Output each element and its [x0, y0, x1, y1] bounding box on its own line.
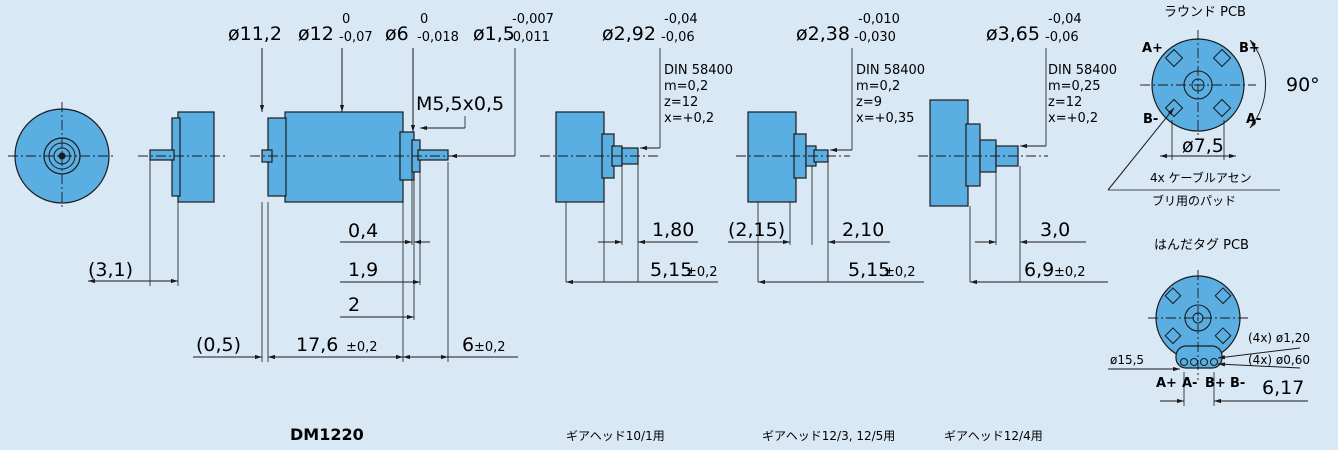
dim-6: 6	[462, 334, 474, 356]
dia-1-5-upper: -0,007	[512, 12, 554, 27]
solder-pcb-label-a-plus: A+	[1156, 376, 1177, 391]
dia-12-lower: -0,07	[339, 30, 373, 45]
round-pcb-note-2: ブリ用のパッド	[1152, 193, 1236, 208]
gearhead-1-spec-1: DIN 58400	[664, 63, 733, 78]
round-pcb-a-minus: A-	[1246, 112, 1261, 127]
dia-12: ø12	[298, 23, 334, 45]
gearhead-1-dia-upper: -0,04	[664, 12, 698, 27]
gearhead-view-3	[918, 48, 1108, 285]
gearhead-1-caption: ギアヘッド10/1用	[566, 429, 665, 443]
round-pcb-b-plus: B+	[1239, 41, 1260, 56]
dia-6-upper: 0	[420, 12, 428, 27]
gearhead-2-len1-prefix: (2,15)	[728, 219, 785, 241]
gearhead-view-1	[540, 48, 718, 285]
gearhead-3-len1: 3,0	[1040, 219, 1070, 241]
solder-pcb-label-b-plus: B+	[1205, 376, 1226, 391]
gearhead-2-spec-2: m=0,2	[856, 79, 900, 94]
motor-caption: DM1220	[290, 425, 364, 444]
gearhead-3-dia-upper: -0,04	[1048, 12, 1082, 27]
gearhead-3-caption: ギアヘッド12/4用	[944, 429, 1043, 443]
gearhead-1-spec-2: m=0,2	[664, 79, 708, 94]
dia-1-5-lower: -0,011	[508, 30, 550, 45]
gearhead-3-dia-lower: -0,06	[1045, 30, 1079, 45]
solder-pcb-width: 6,17	[1262, 377, 1304, 399]
solder-pcb-label-a-minus: A-	[1182, 376, 1197, 391]
gearhead-3-spec-2: m=0,25	[1048, 79, 1101, 94]
solder-pcb-hole-1: (4x) ø1,20	[1248, 331, 1310, 345]
gearhead-3-labels: ø3,65 -0,04 -0,06 DIN 58400 m=0,25 z=12 …	[986, 12, 1117, 281]
dim-17-6-tol: ±0,2	[346, 340, 378, 355]
solder-pcb-label-b-minus: B-	[1230, 376, 1245, 391]
gearhead-2-len2: 5,15	[848, 259, 890, 281]
gearhead-2-spec-3: z=9	[856, 95, 882, 110]
gearhead-3-spec-4: x=+0,2	[1048, 111, 1098, 126]
gearhead-3-len2-tol: ±0,2	[1054, 265, 1086, 280]
dim-0-5: (0,5)	[196, 334, 241, 356]
motor-end-view	[8, 102, 116, 210]
solder-pcb-view: はんだタグ PCB (4x) ø1,20 (4x) ø0,60 ø15,5 A+…	[1108, 238, 1310, 406]
round-pcb-view: ラウンド PCB A+ B+ B- A- 90° ø7,5 4x ケーブルアセン…	[1107, 5, 1320, 208]
dia-6-lower: -0,018	[417, 30, 459, 45]
thread-label: M5,5x0,5	[416, 93, 504, 115]
round-pcb-a-plus: A+	[1142, 41, 1163, 56]
dia-1-5: ø1,5	[473, 23, 515, 45]
gearhead-2-dia-upper: -0,010	[858, 12, 900, 27]
round-pcb-b-minus: B-	[1143, 112, 1158, 127]
gearhead-2-caption: ギアヘッド12/3, 12/5用	[762, 429, 895, 443]
gearhead-1-labels: ø2,92 -0,04 -0,06 DIN 58400 m=0,2 z=12 x…	[602, 12, 733, 281]
gearhead-2-len1: 2,10	[842, 219, 884, 241]
dim-0-4: 0,4	[348, 220, 378, 242]
gearhead-1-len2-tol: ±0,2	[686, 265, 718, 280]
solder-pcb-hole-2: (4x) ø0,60	[1248, 353, 1310, 367]
dia-11-2: ø11,2	[228, 23, 282, 45]
round-pcb-dia: ø7,5	[1182, 135, 1224, 157]
gearhead-2-dia-lower: -0,030	[854, 30, 896, 45]
gearhead-3-spec-1: DIN 58400	[1048, 63, 1117, 78]
motor-side-view: 0,4 1,9 2 (0,5) 17,6 ±0,2 6 ±0,2 M5,5x0,…	[193, 12, 554, 362]
gearhead-1-spec-4: x=+0,2	[664, 111, 714, 126]
gearhead-2-dia: ø2,38	[796, 23, 850, 45]
gearhead-2-spec-1: DIN 58400	[856, 63, 925, 78]
gearhead-3-dia: ø3,65	[986, 23, 1040, 45]
gearhead-1-len1: 1,80	[652, 219, 694, 241]
gearhead-1-dia: ø2,92	[602, 23, 656, 45]
gearhead-2-labels: ø2,38 -0,010 -0,030 DIN 58400 m=0,2 z=9 …	[728, 12, 925, 281]
gearhead-view-2	[728, 48, 924, 285]
dim-1-9: 1,9	[348, 259, 378, 281]
round-pcb-angle: 90°	[1286, 74, 1320, 96]
gearhead-1-len2: 5,15	[650, 259, 692, 281]
dia-6: ø6	[385, 23, 409, 45]
dim-17-6: 17,6	[296, 334, 338, 356]
round-pcb-note-1: 4x ケーブルアセン	[1150, 170, 1252, 185]
gearhead-1-dia-lower: -0,06	[661, 30, 695, 45]
solder-pcb-title: はんだタグ PCB	[1154, 238, 1249, 253]
round-pcb-title: ラウンド PCB	[1164, 5, 1246, 20]
gearhead-2-spec-4: x=+0,35	[856, 111, 914, 126]
dim-3-1: (3,1)	[88, 259, 133, 281]
motor-rear-side-view: (3,1)	[88, 111, 226, 286]
gearhead-2-len2-tol: ±0,2	[884, 265, 916, 280]
gearhead-1-spec-3: z=12	[664, 95, 698, 110]
gearhead-3-len2: 6,9	[1024, 259, 1054, 281]
solder-pcb-dia: ø15,5	[1110, 353, 1144, 367]
dia-12-upper: 0	[342, 12, 350, 27]
gearhead-3-spec-3: z=12	[1048, 95, 1082, 110]
dim-2: 2	[348, 294, 360, 316]
dim-6-tol: ±0,2	[474, 340, 506, 355]
